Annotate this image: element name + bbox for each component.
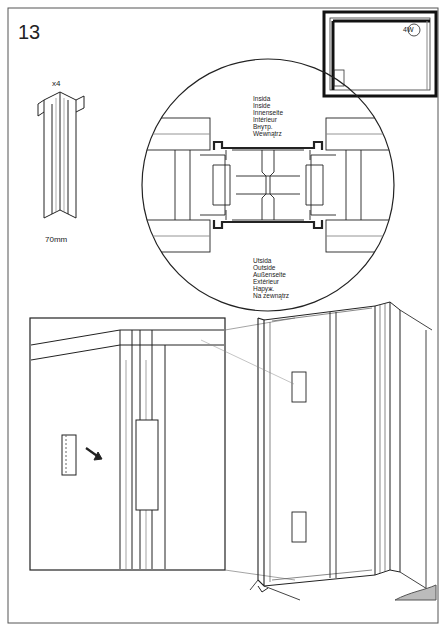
side-label: Outside (252, 265, 276, 272)
side-label: Außenseite (252, 272, 287, 279)
quantity: x4 (52, 80, 60, 88)
side-label: Utsida (252, 258, 272, 265)
side-label: Внутр. (252, 124, 274, 131)
side-label: Na zewnątrz (252, 293, 290, 300)
step-number: 13 (18, 22, 40, 42)
side-label: Inside (252, 103, 271, 110)
side-label: Наруж. (252, 286, 275, 293)
side-label: Wewnątrz (252, 131, 283, 138)
part-length: 70mm (45, 236, 67, 244)
side-label: Intérieur (252, 117, 278, 124)
side-label: Extérieur (252, 279, 280, 286)
side-label: Innenseite (252, 110, 284, 117)
icon-mark: 4W (403, 26, 414, 33)
side-label: Insida (252, 96, 271, 103)
